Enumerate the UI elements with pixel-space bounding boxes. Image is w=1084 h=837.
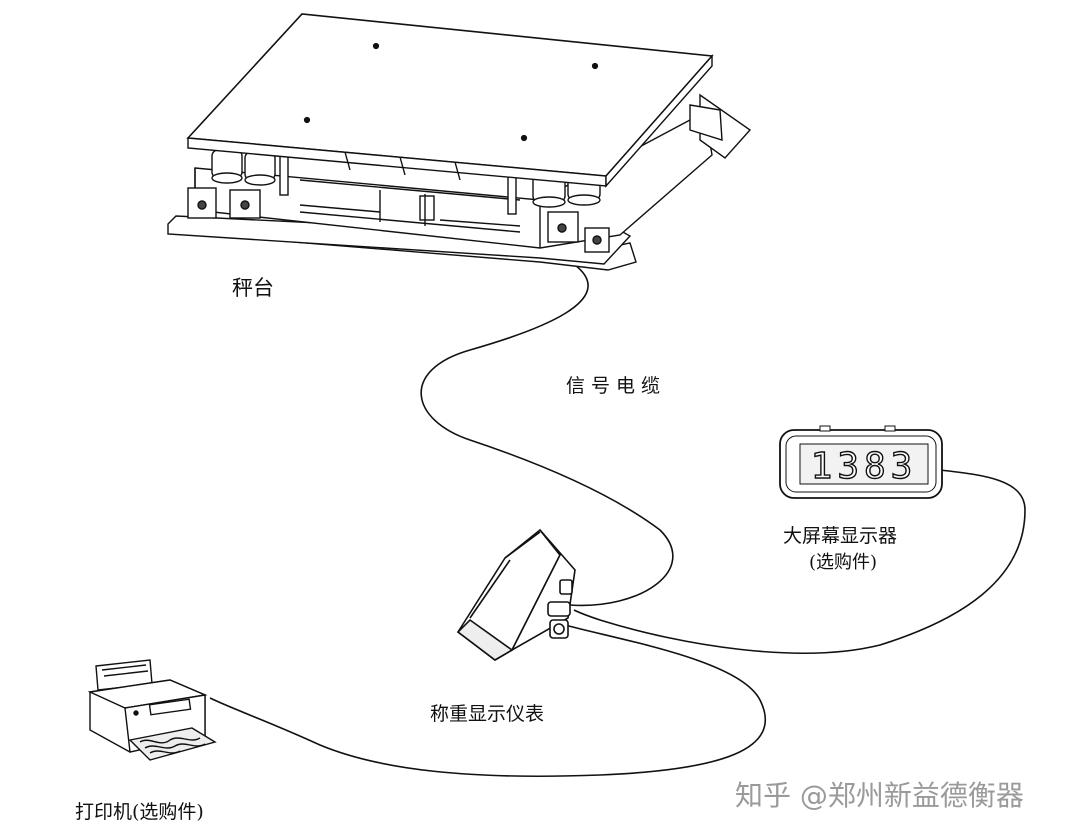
big-display-illustration: 1383 bbox=[779, 425, 943, 499]
printer-label: 打印机(选购件) bbox=[75, 801, 204, 823]
big-display-label: 大屏幕显示器 bbox=[783, 525, 898, 547]
signal-cable-label: 信号电缆 bbox=[566, 375, 667, 397]
display-cable bbox=[573, 469, 1026, 654]
printer-cable bbox=[209, 624, 767, 778]
indicator-illustration bbox=[456, 528, 576, 661]
platform-illustration bbox=[167, 13, 752, 271]
indicator-label: 称重显示仪表 bbox=[430, 703, 545, 725]
platform-label: 秤台 bbox=[232, 276, 274, 300]
big-display-readout: 1383 bbox=[811, 446, 918, 487]
watermark: 知乎 @郑州新益德衡器 bbox=[735, 779, 1024, 812]
big-display-optional-label: (选购件) bbox=[809, 552, 878, 573]
printer-illustration bbox=[87, 659, 217, 761]
